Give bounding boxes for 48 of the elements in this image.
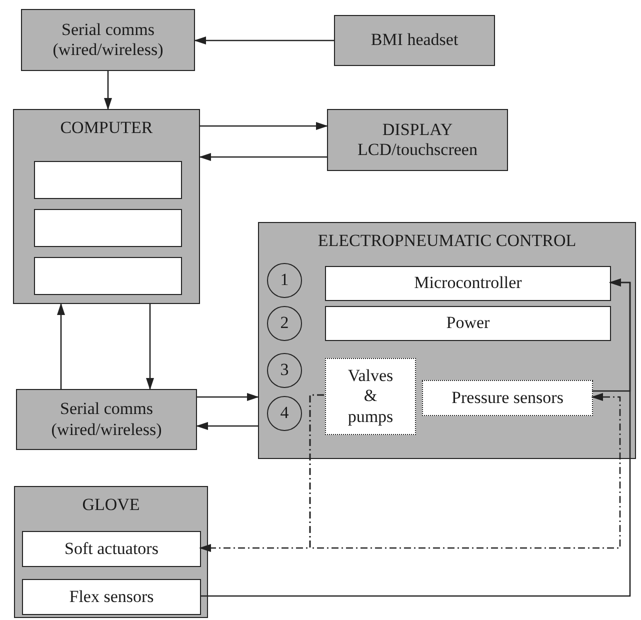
block-title: DISPLAY [382, 120, 453, 140]
block-label: Microcontroller [414, 273, 522, 294]
block-box [14, 486, 208, 618]
component-box [22, 531, 201, 567]
step-number-circle [267, 306, 302, 341]
block-label: BMI headset [370, 30, 458, 51]
empty-box [34, 209, 182, 247]
arrow [146, 304, 154, 390]
block-box [334, 15, 495, 66]
block-label: Valves & pumps [346, 366, 394, 428]
step-number-circle [267, 263, 302, 298]
arrow [57, 303, 65, 389]
block-box [327, 109, 508, 171]
arrow [196, 422, 258, 430]
block-label: Soft actuators [64, 538, 158, 560]
dash-dot-arrow [309, 393, 621, 549]
block-label: Pressure sensors [452, 388, 564, 408]
component-box [325, 358, 416, 435]
arrow [200, 122, 328, 130]
arrow [194, 36, 334, 44]
arrow [104, 71, 112, 110]
component-box [422, 380, 593, 416]
step-number-circle [267, 353, 302, 388]
block-title: COMPUTER [60, 118, 153, 138]
block-label: 2 [280, 313, 289, 334]
arrow [199, 153, 327, 161]
arrow [592, 278, 631, 392]
block-box [258, 222, 636, 459]
component-box [22, 579, 201, 615]
component-box [325, 306, 611, 341]
empty-box [34, 161, 182, 199]
block-label: 3 [280, 360, 289, 381]
block-box [16, 389, 197, 450]
block-title: GLOVE [82, 495, 140, 516]
step-number-circle [267, 396, 302, 431]
block-label: Power [446, 313, 490, 334]
block-label: Serial comms (wired/wireless) [52, 20, 164, 60]
block-label: 4 [280, 403, 289, 424]
block-title: ELECTROPNEUMATIC CONTROL [318, 231, 576, 252]
empty-box [34, 257, 182, 295]
block-box [13, 109, 200, 304]
block-label: Flex sensors [69, 586, 154, 608]
block-label: Serial comms (wired/wireless) [50, 399, 163, 440]
arrow [197, 393, 259, 401]
block-label: LCD/touchscreen [358, 140, 478, 160]
block-label: 1 [280, 270, 289, 291]
block-box [21, 9, 195, 71]
component-box [325, 266, 611, 301]
